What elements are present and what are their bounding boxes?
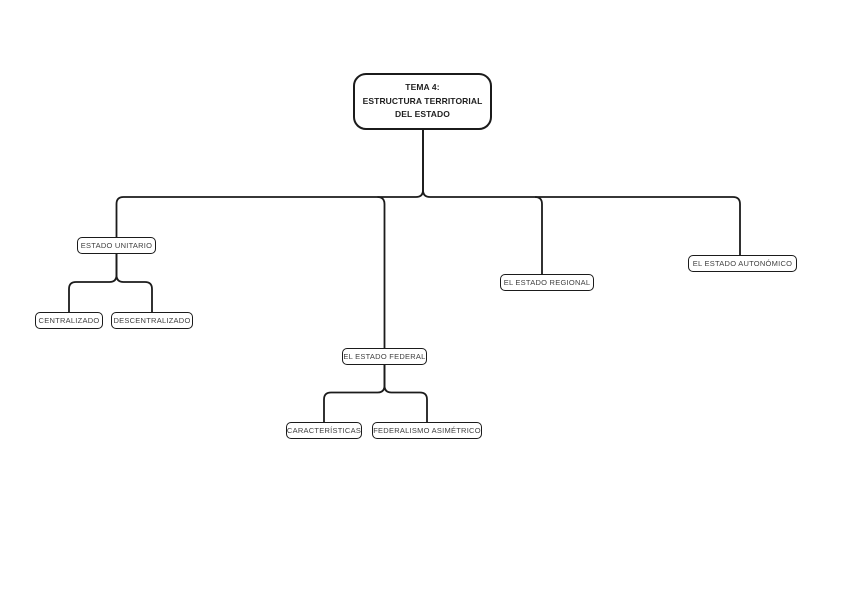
connector-root-to-unitario [115,130,424,237]
node-tema-4-root: TEMA 4: ESTRUCTURA TERRITORIAL DEL ESTAD… [353,73,492,130]
node-centralizado: CENTRALIZADO [35,312,103,329]
node-federalismo-asimetrico: FEDERALISMO ASIMÉTRICO [372,422,482,439]
node-el-estado-autonomico: EL ESTADO AUTONÓMICO [688,255,797,272]
connector-trunk-to-regional [534,196,543,274]
node-el-estado-federal: EL ESTADO FEDERAL [342,348,427,365]
root-title-line-1: TEMA 4: [405,82,440,93]
node-el-estado-regional: EL ESTADO REGIONAL [500,274,594,291]
node-descentralizado: DESCENTRALIZADO [111,312,193,329]
root-title-line-3: DEL ESTADO [395,109,450,120]
connector-trunk-to-federal [377,196,386,348]
connector-unitario-to-centralizado [68,253,118,312]
node-caracteristicas: CARACTERÍSTICAS [286,422,362,439]
connector-root-to-autonomico [422,130,741,255]
connector-federal-to-fedasimetrico [383,365,428,422]
connector-federal-to-caracteristicas [323,365,386,422]
root-title-line-2: ESTRUCTURA TERRITORIAL [362,95,483,106]
connector-unitario-to-descentralizado [115,253,153,312]
node-estado-unitario: ESTADO UNITARIO [77,237,156,254]
